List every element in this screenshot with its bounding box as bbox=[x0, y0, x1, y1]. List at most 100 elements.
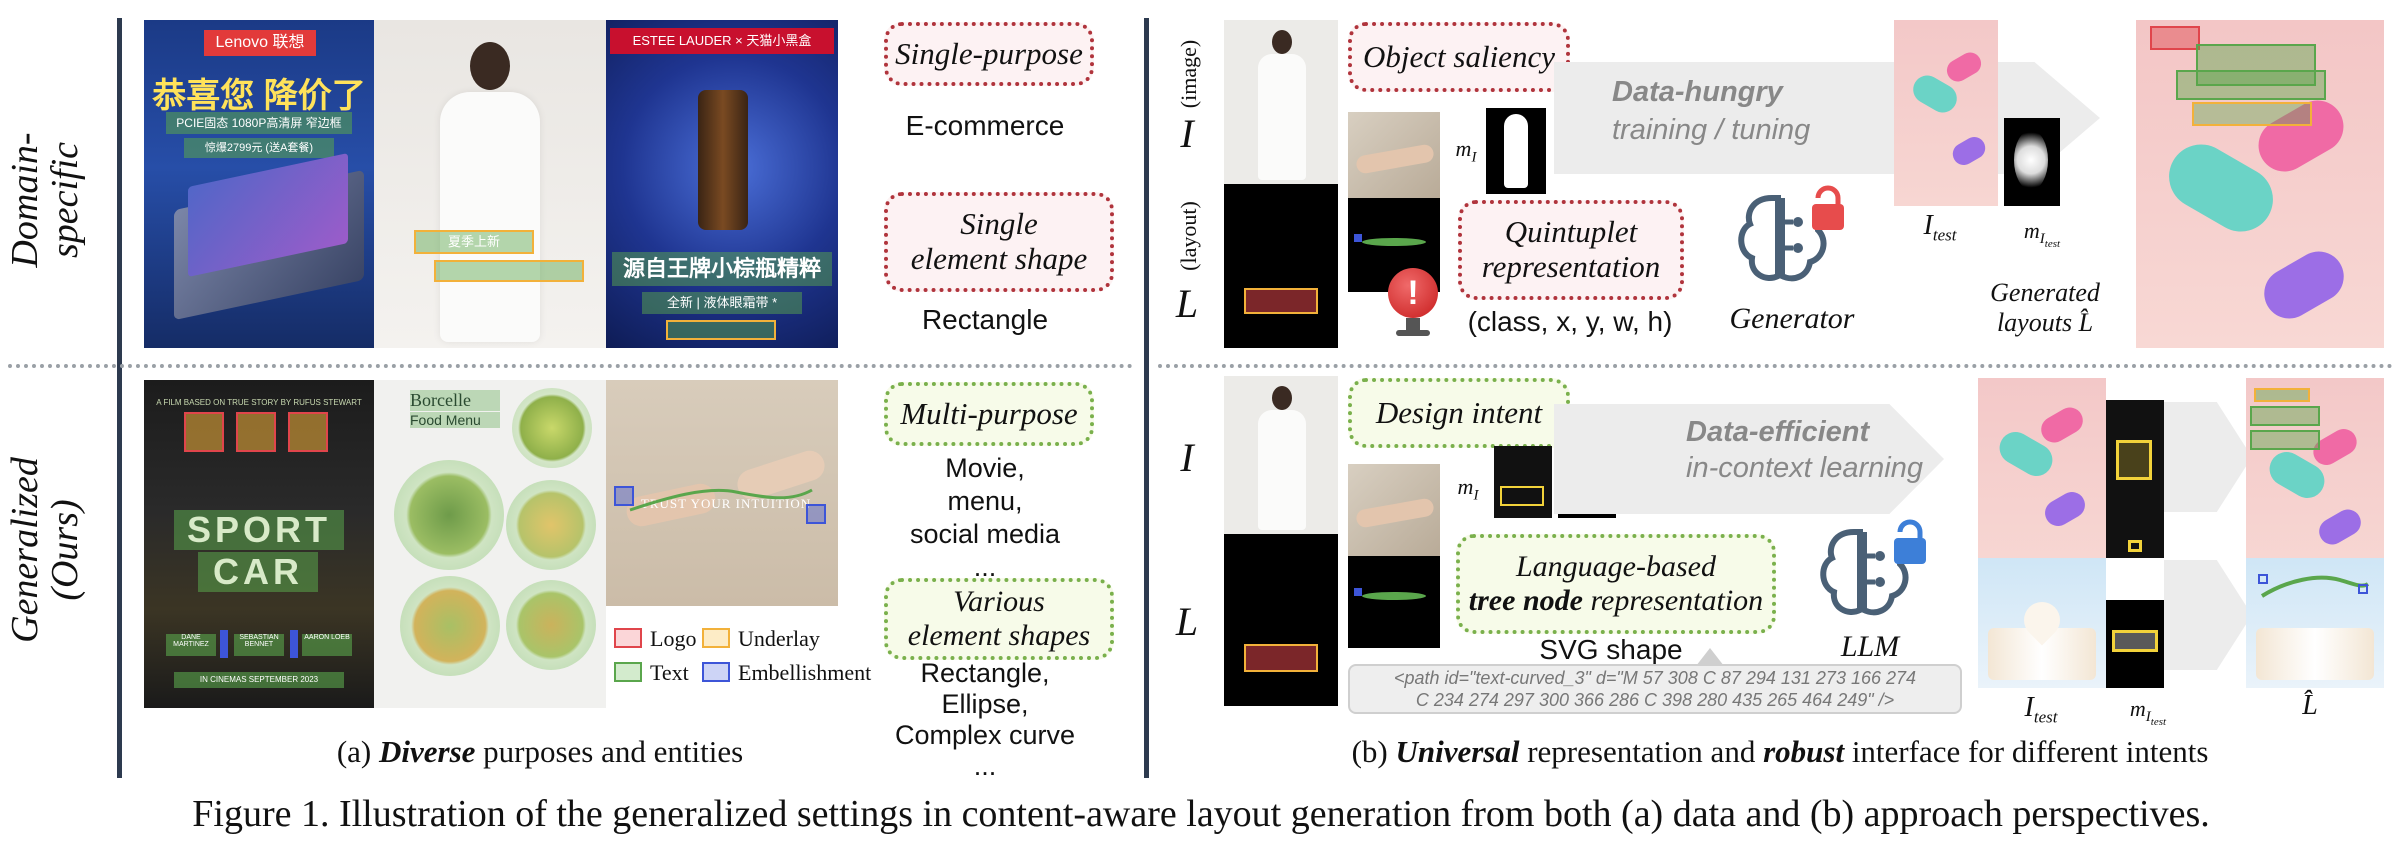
generator-label: Generator bbox=[1729, 302, 1855, 335]
saliency-mask-top bbox=[1486, 108, 1546, 194]
test-image-bottom-2 bbox=[1978, 558, 2106, 688]
legend-embellishment-label: Embellishment bbox=[738, 660, 872, 685]
lenovo-poster: Lenovo 联想 恭喜您 降价了 PCIE固态 1080P高清屏 窄边框 惊爆… bbox=[144, 20, 374, 348]
layout-underlay-top bbox=[1244, 288, 1318, 314]
data-efficient-title: Data-efficient bbox=[1686, 416, 1870, 448]
output-layout-bottom-2 bbox=[2246, 558, 2384, 688]
warning-globe-icon: ! bbox=[1384, 268, 1442, 338]
woman-head bbox=[470, 42, 510, 90]
tuple-text: (class, x, y, w, h) bbox=[1467, 306, 1673, 337]
menu-poster: Borcelle Food Menu bbox=[374, 380, 606, 708]
out-emb-1 bbox=[2258, 574, 2268, 584]
out-curved-text bbox=[2260, 575, 2370, 598]
test-mask-b1-box1 bbox=[2116, 440, 2152, 480]
dress-b1 bbox=[1258, 54, 1306, 180]
movie-embellish-2 bbox=[290, 630, 298, 658]
hands-bottom bbox=[1355, 497, 1435, 529]
axis-L-top: L bbox=[1175, 281, 1199, 326]
out-book-pages bbox=[2256, 628, 2374, 680]
globe-circle: ! bbox=[1388, 268, 1438, 318]
dress-photo-a: 夏季上新 bbox=[374, 20, 606, 348]
social-embellish-1 bbox=[614, 486, 634, 506]
axis-L-bottom: L bbox=[1175, 599, 1199, 644]
plate-4 bbox=[400, 576, 500, 676]
axis-I-bottom: I bbox=[1180, 435, 1194, 480]
bottle-purple-b bbox=[2040, 487, 2090, 531]
label-movie-menu: Movie, menu, social media ... bbox=[909, 453, 1061, 582]
svg-code-line-1: <path id="text-curved_3" d="M 57 308 C 8… bbox=[1393, 668, 1917, 688]
generated-layouts-label: Generated layouts L̂ bbox=[1990, 278, 2100, 337]
lenovo-price: 惊爆2799元 (送A套餐) bbox=[184, 138, 334, 158]
lenovo-subline: PCIE固态 1080P高清屏 窄边框 bbox=[166, 112, 352, 134]
mask-blob-top bbox=[2014, 130, 2048, 190]
movie-embellish-1 bbox=[220, 630, 228, 658]
out-text-box-2 bbox=[2250, 406, 2320, 426]
test-mask-b2-box bbox=[2112, 630, 2158, 652]
out-text-box-1 bbox=[2254, 388, 2310, 402]
intent-mask-1-box bbox=[1500, 486, 1544, 506]
intent-layout-bottom bbox=[1348, 556, 1440, 648]
layout-underlay-bottom bbox=[1244, 644, 1318, 672]
legend-embellishment-swatch bbox=[702, 662, 730, 682]
svg-shape-label: SVG shape bbox=[1539, 634, 1683, 665]
label-shapes: Rectangle, Ellipse, Complex curve ... bbox=[894, 658, 1076, 781]
input-image-bottom bbox=[1224, 376, 1338, 534]
llm-brain-lock-icon bbox=[1820, 519, 1926, 616]
output-arrow-2 bbox=[2164, 560, 2252, 670]
menu-title-1: Borcelle bbox=[410, 390, 500, 411]
label-rectangle: Rectangle bbox=[921, 304, 1049, 335]
dress-b2 bbox=[1258, 410, 1306, 530]
test-mask-top bbox=[2004, 118, 2060, 206]
woman-head-b1 bbox=[1272, 30, 1292, 54]
intent-mask-1 bbox=[1494, 446, 1552, 518]
movie-bottom-text: IN CINEMAS SEPTEMBER 2023 bbox=[174, 672, 344, 688]
pill-object-saliency: Object saliency bbox=[1348, 22, 1570, 92]
llm-label: LLM bbox=[1840, 630, 1900, 663]
gen-bottle-purple bbox=[2255, 242, 2353, 328]
in-context-text: in-context learning bbox=[1686, 452, 1923, 484]
figure-caption: Figure 1. Illustration of the generalize… bbox=[192, 793, 2210, 835]
social-text: TRUST YOUR INTUITION bbox=[640, 496, 812, 511]
legend-logo-swatch bbox=[614, 628, 642, 648]
output-arrow-1 bbox=[2164, 402, 2252, 512]
estee-brand: ESTEE LAUDER × 天猫小黑盒 bbox=[610, 28, 834, 54]
input-layout-top bbox=[1224, 184, 1338, 348]
left-divider bbox=[117, 18, 122, 778]
axis-I-top: I bbox=[1180, 111, 1194, 156]
movie-logo-3 bbox=[288, 412, 328, 452]
pill-multi-purpose: Multi-purpose bbox=[884, 382, 1094, 446]
pill-design-intent: Design intent bbox=[1348, 378, 1570, 448]
movie-logo-2 bbox=[236, 412, 276, 452]
woman-head-b2 bbox=[1272, 386, 1292, 410]
pill-various-shapes: Various element shapes bbox=[884, 578, 1114, 660]
caption-b: (b) Universal representation and robust … bbox=[1351, 734, 2209, 769]
L-hat-label-bottom: L̂ bbox=[2302, 690, 2318, 721]
I-test-label-bottom: Itest bbox=[2024, 692, 2058, 727]
label-ecommerce: E-commerce bbox=[905, 110, 1065, 141]
gen-underlay-box bbox=[2192, 102, 2312, 126]
globe-base bbox=[1396, 330, 1430, 336]
movie-poster: A FILM BASED ON TRUE STORY BY RUFUS STEW… bbox=[144, 380, 374, 708]
test-mask-bottom-1 bbox=[2106, 400, 2164, 558]
curved-text-path bbox=[629, 488, 813, 512]
row-label-domain-specific: Domain- specific bbox=[4, 132, 86, 268]
layout-emb-bottom bbox=[1354, 588, 1362, 596]
movie-cast-1: DANE MARTINEZ bbox=[166, 634, 216, 656]
mask-silhouette-top bbox=[1504, 114, 1528, 188]
middle-divider bbox=[1144, 18, 1149, 778]
layout-curve-top bbox=[1362, 238, 1426, 246]
estee-subline: 全新 | 液体眼霜带 * bbox=[642, 292, 802, 314]
axis-layout-label: (layout) bbox=[1176, 201, 1201, 271]
generated-layout-top bbox=[2136, 20, 2384, 348]
caption-a: (a) Diverse purposes and entities bbox=[336, 734, 744, 769]
m-I-test-label-top: mItest bbox=[2023, 218, 2061, 251]
generator-brain-lock-icon bbox=[1738, 185, 1844, 282]
out-emb-2 bbox=[2358, 584, 2368, 594]
movie-cast-2: SEBASTIAN BENNET bbox=[234, 634, 284, 656]
estee-headline: 源自王牌小棕瓶精粹 bbox=[612, 252, 832, 286]
layout-emb-top bbox=[1354, 234, 1362, 242]
test-mask-bottom-2 bbox=[2106, 600, 2164, 688]
legend-underlay-swatch bbox=[702, 628, 730, 648]
hands-top bbox=[1355, 143, 1435, 175]
legend-text-label: Text bbox=[650, 660, 689, 685]
